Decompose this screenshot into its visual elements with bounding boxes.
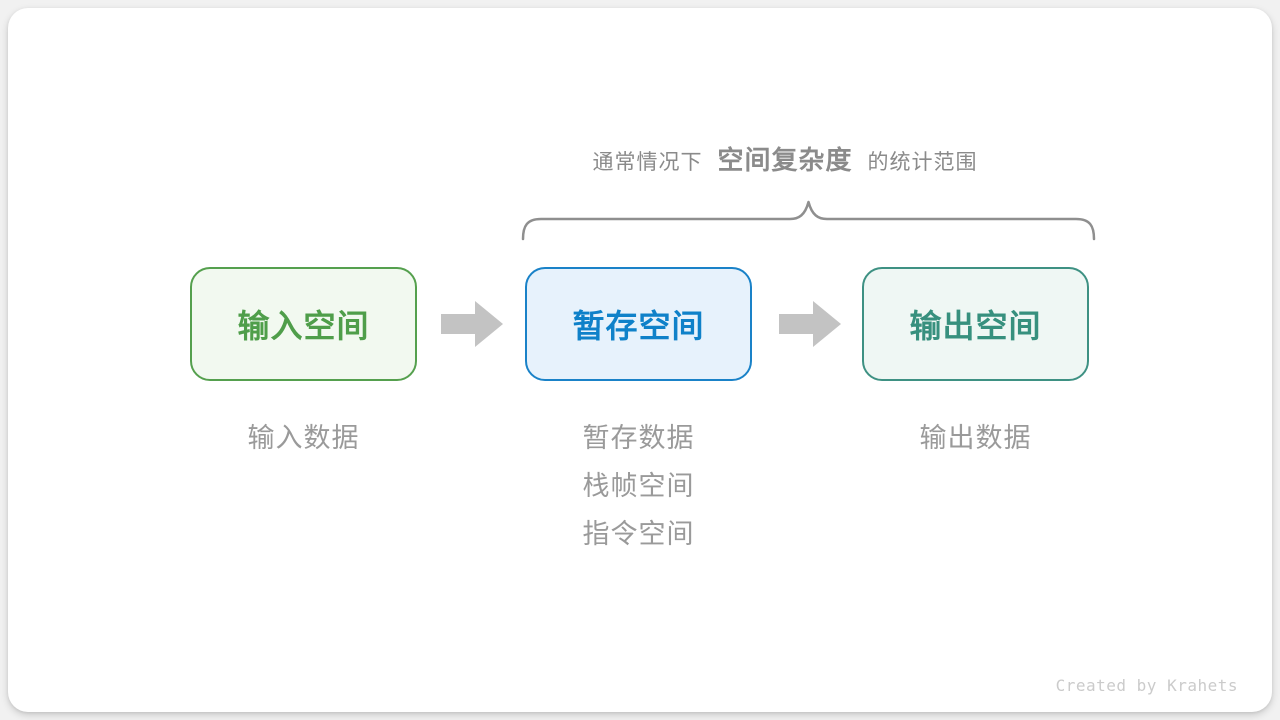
box-input-space-label: 输入空间 [237,308,370,344]
note-line: 输入数据 [247,423,360,453]
note-line: 暂存数据 [582,423,695,453]
note-input-data: 输入数据 [190,414,417,462]
curly-brace-icon [521,200,1096,241]
note-line: 指令空间 [582,519,695,549]
box-temp-space-label: 暂存空间 [572,308,705,344]
annotation-title: 通常情况下 空间复杂度 的统计范围 [400,140,1170,184]
arrow-right-icon [441,301,503,347]
arrow-right-shape [441,301,503,347]
curly-brace-path [521,200,1096,241]
note-temp-list: 暂存数据 栈帧空间 指令空间 [525,414,752,558]
annotation-prefix: 通常情况下 [592,151,703,174]
box-output-space: 输出空间 [862,267,1089,381]
annotation-highlight: 空间复杂度 [717,145,853,175]
annotation-suffix: 的统计范围 [867,151,978,174]
arrow-right-shape [779,301,841,347]
credit-text: Created by Krahets [1055,676,1238,695]
note-output-data: 输出数据 [862,414,1089,462]
note-line: 输出数据 [919,423,1032,453]
box-input-space: 输入空间 [190,267,417,381]
box-output-space-label: 输出空间 [909,308,1042,344]
box-temp-space: 暂存空间 [525,267,752,381]
note-line: 栈帧空间 [582,471,695,501]
arrow-right-icon [779,301,841,347]
